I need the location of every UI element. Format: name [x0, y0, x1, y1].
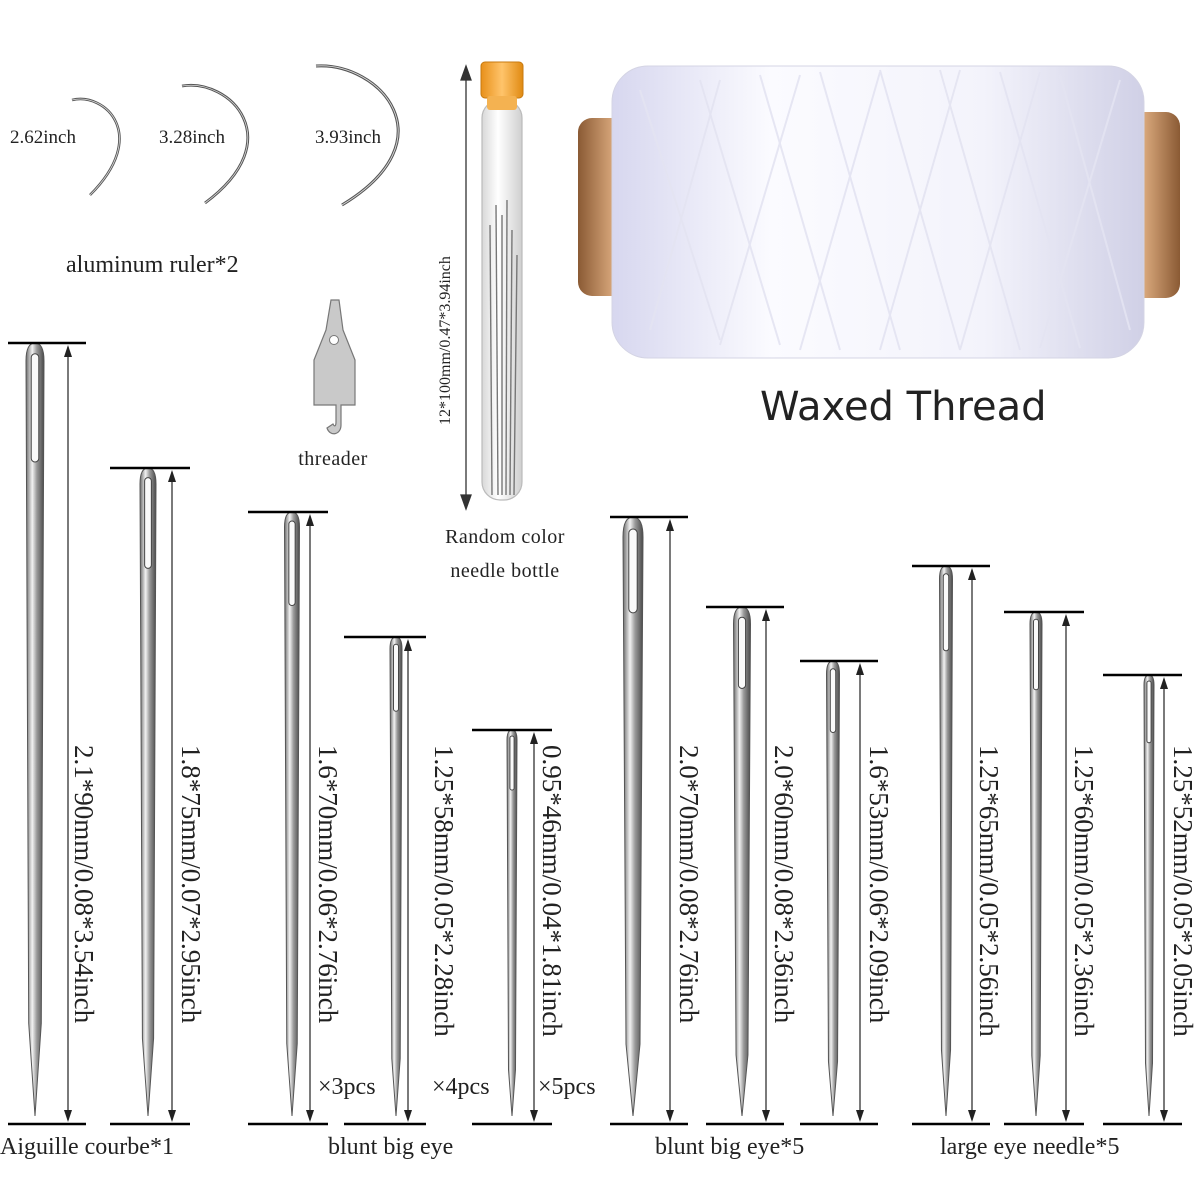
threader-label: threader — [298, 448, 368, 470]
arrow-head-bottom-11 — [1160, 1110, 1168, 1122]
waxed-thread-title: Waxed Thread — [760, 384, 1047, 430]
arrow-head-top-5 — [530, 732, 538, 744]
group-caption-blunt-big-eye-5: blunt big eye*5 — [655, 1134, 805, 1160]
needle-quantity-3: ×3pcs — [318, 1074, 376, 1100]
needle-dimension-label-11: 1.25*52mm/0.05*2.05inch — [1168, 745, 1198, 1037]
needle-dimension-label-8: 1.6*53mm/0.06*2.09inch — [864, 745, 894, 1024]
arrow-head-bottom-9 — [968, 1110, 976, 1122]
arrow-head-bottom-1 — [64, 1110, 72, 1122]
curved-needle-label-1: 2.62inch — [10, 127, 76, 148]
arrow-head-top-3 — [306, 514, 314, 526]
needle-dimension-label-3: 1.6*70mm/0.06*2.76inch — [313, 745, 343, 1024]
needle-eye-9 — [942, 573, 950, 652]
needle-10 — [1004, 610, 1084, 1126]
bottle-dimension-label: 12*100mm/0.47*3.94inch — [437, 256, 454, 425]
curved-needle-large — [315, 64, 400, 207]
group-caption-large-eye-needle: large eye needle*5 — [940, 1134, 1120, 1160]
needle-dimension-label-10: 1.25*60mm/0.05*2.36inch — [1069, 745, 1099, 1037]
arrow-head-bottom-8 — [856, 1110, 864, 1122]
arrow-head-bottom-6 — [666, 1110, 674, 1122]
curved-needle-label-2: 3.28inch — [159, 127, 225, 148]
needle-2 — [110, 466, 190, 1126]
needle-eye-7 — [737, 616, 747, 689]
arrow-head-bottom-3 — [306, 1110, 314, 1122]
needle-bottle — [480, 61, 524, 501]
needle-8 — [800, 659, 878, 1126]
arrow-head-top-9 — [968, 568, 976, 580]
arrow-head-bottom-7 — [762, 1110, 770, 1122]
arrow-head-top-10 — [1062, 614, 1070, 626]
arrow-head-top-4 — [404, 639, 412, 651]
bottle-caption-line1: Random color — [445, 526, 565, 548]
needle-eye-1 — [30, 353, 40, 463]
curved-needle-medium — [181, 83, 250, 205]
needle-eye-5 — [509, 735, 515, 791]
needle-dimension-label-1: 2.1*90mm/0.08*3.54inch — [69, 745, 99, 1024]
needle-quantity-5: ×5pcs — [538, 1074, 596, 1100]
needle-quantity-4: ×4pcs — [432, 1074, 490, 1100]
needle-eye-8 — [829, 668, 837, 733]
bottle-caption-line2: needle bottle — [450, 560, 560, 582]
arrow-head-top-1 — [64, 345, 72, 357]
needle-eye-3 — [288, 520, 296, 607]
needle-6 — [610, 515, 688, 1126]
arrow-head-top-6 — [666, 519, 674, 531]
arrow-head-top-7 — [762, 609, 770, 621]
needle-eye-10 — [1032, 618, 1040, 691]
needle-7 — [706, 605, 784, 1126]
arrow-head-top-11 — [1160, 677, 1168, 689]
needle-dimension-label-5: 0.95*46mm/0.04*1.81inch — [537, 745, 567, 1037]
needle-dimension-label-2: 1.8*75mm/0.07*2.95inch — [176, 745, 206, 1024]
group-caption-aiguille: Aiguille courbe*1 — [0, 1134, 174, 1160]
arrow-head-bottom-2 — [168, 1110, 176, 1122]
waxed-thread-spool — [578, 65, 1180, 359]
needle-eye-6 — [628, 528, 638, 614]
aluminum-ruler-caption: aluminum ruler*2 — [66, 252, 239, 278]
threader-icon — [313, 299, 356, 435]
curved-needle-small — [71, 97, 121, 196]
needle-eye-4 — [392, 643, 400, 712]
bottle-dimension-arrow — [460, 64, 472, 511]
group-caption-blunt-big-eye: blunt big eye — [328, 1134, 454, 1160]
needle-dimension-label-9: 1.25*65mm/0.05*2.56inch — [974, 745, 1004, 1037]
arrow-head-top-8 — [856, 663, 864, 675]
needle-layer — [8, 341, 1182, 1126]
needle-1 — [8, 341, 86, 1126]
arrow-head-bottom-10 — [1062, 1110, 1070, 1122]
arrow-head-bottom-4 — [404, 1110, 412, 1122]
needle-dimension-label-4: 1.25*58mm/0.05*2.28inch — [429, 745, 459, 1037]
needle-4 — [344, 635, 426, 1126]
needle-eye-11 — [1146, 680, 1152, 744]
needle-3 — [248, 510, 328, 1126]
needle-eye-2 — [144, 477, 152, 569]
needle-5 — [472, 728, 552, 1126]
needle-11 — [1103, 673, 1182, 1126]
needle-dimension-label-6: 2.0*70mm/0.08*2.76inch — [674, 745, 704, 1024]
needle-9 — [912, 564, 990, 1126]
curved-needle-label-3: 3.93inch — [315, 127, 381, 148]
arrow-head-top-2 — [168, 470, 176, 482]
arrow-head-bottom-5 — [530, 1110, 538, 1122]
needle-dimension-label-7: 2.0*60mm/0.08*2.36inch — [769, 745, 799, 1024]
